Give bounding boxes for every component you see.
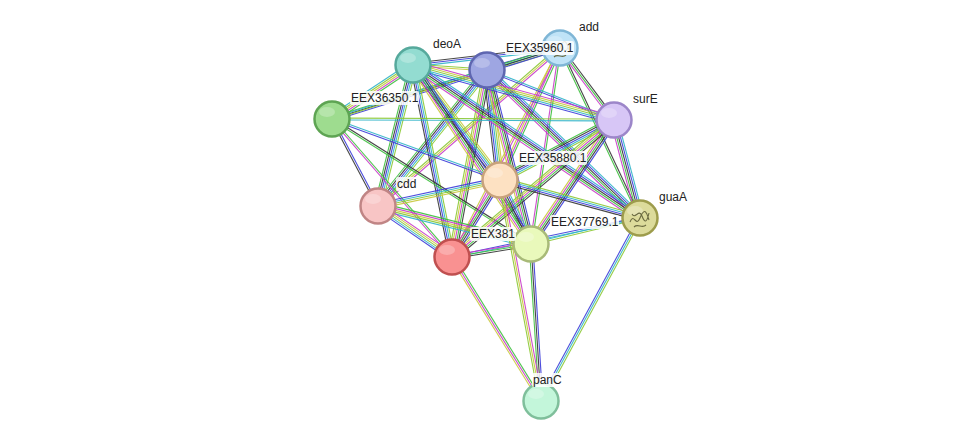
protein-node: EEX36350.1 (313, 100, 351, 138)
evidence-line (516, 185, 623, 214)
protein-node: guaA (621, 199, 659, 237)
protein-node: panC (522, 382, 560, 420)
evidence-line (469, 247, 514, 254)
evidence-line (348, 124, 484, 173)
protein-node: EEX381 (433, 238, 471, 276)
interaction-edge (615, 136, 639, 203)
evidence-line (461, 271, 532, 386)
evidence-line (391, 217, 437, 249)
structure-icon (630, 211, 649, 227)
interaction-edge (342, 131, 441, 245)
interaction-edge (548, 232, 634, 387)
evidence-line (516, 187, 623, 216)
evidence-line (468, 245, 513, 252)
evidence-line (617, 137, 634, 202)
protein-label: EEX35960.1 (505, 41, 574, 55)
interaction-edge (394, 207, 516, 244)
evidence-line (457, 87, 486, 241)
evidence-line (349, 119, 597, 121)
node-circle (522, 382, 560, 420)
node-circle (468, 51, 506, 89)
evidence-line (487, 87, 496, 163)
interaction-edge (339, 134, 371, 192)
evidence-line (570, 62, 604, 107)
evidence-line (615, 137, 632, 202)
node-circle (481, 161, 519, 199)
protein-label: deoA (432, 37, 462, 51)
protein-node: EEX37769.1 (512, 225, 550, 263)
node-circle (313, 100, 351, 138)
evidence-line (537, 132, 601, 228)
protein-node: deoA (394, 46, 432, 84)
evidence-line (462, 271, 533, 386)
node-circle (433, 238, 471, 276)
evidence-line (508, 195, 524, 228)
evidence-line (618, 136, 635, 201)
evidence-line (390, 219, 436, 251)
node-circle (621, 199, 659, 237)
node-circle (394, 46, 432, 84)
evidence-line (485, 87, 494, 163)
evidence-line (517, 182, 624, 211)
evidence-line (393, 214, 439, 246)
interaction-edge (516, 182, 625, 216)
evidence-line (572, 61, 606, 106)
protein-label: add (578, 20, 600, 34)
protein-node: cdd (359, 187, 397, 225)
node-circle (512, 225, 550, 263)
evidence-line (548, 232, 631, 385)
protein-label: EEX381 (470, 227, 516, 241)
interaction-edge (468, 245, 514, 256)
interaction-edge (459, 271, 533, 388)
protein-node: surE (595, 101, 633, 139)
evidence-line (429, 71, 597, 117)
interaction-edge (501, 196, 539, 384)
protein-label: EEX37769.1 (550, 215, 619, 229)
evidence-line (517, 184, 624, 213)
evidence-line (344, 131, 442, 243)
protein-label: EEX35880.1 (518, 151, 587, 165)
interaction-edge (390, 213, 440, 251)
evidence-line (549, 233, 632, 386)
evidence-line (342, 132, 440, 244)
protein-label: EEX36350.1 (350, 91, 419, 105)
evidence-line (501, 197, 536, 385)
evidence-line (534, 261, 542, 384)
protein-node: EEX35880.1 (481, 161, 519, 199)
protein-label: guaA (658, 190, 688, 204)
evidence-line (349, 118, 597, 120)
protein-label: surE (632, 92, 659, 106)
evidence-line (392, 216, 438, 248)
evidence-line (394, 213, 440, 245)
node-circle (595, 101, 633, 139)
interaction-edge (569, 61, 605, 108)
evidence-line (505, 196, 521, 229)
interaction-edge (349, 118, 597, 121)
evidence-line (507, 196, 523, 229)
interaction-edge (348, 124, 485, 175)
protein-label: panC (532, 373, 563, 387)
evidence-line (348, 126, 484, 175)
protein-label: cdd (396, 177, 417, 191)
evidence-line (505, 196, 540, 384)
evidence-line (551, 234, 634, 387)
protein-node: EEX35960.1 (468, 51, 506, 89)
evidence-line (503, 197, 538, 385)
node-circle (359, 187, 397, 225)
evidence-line (469, 249, 514, 256)
